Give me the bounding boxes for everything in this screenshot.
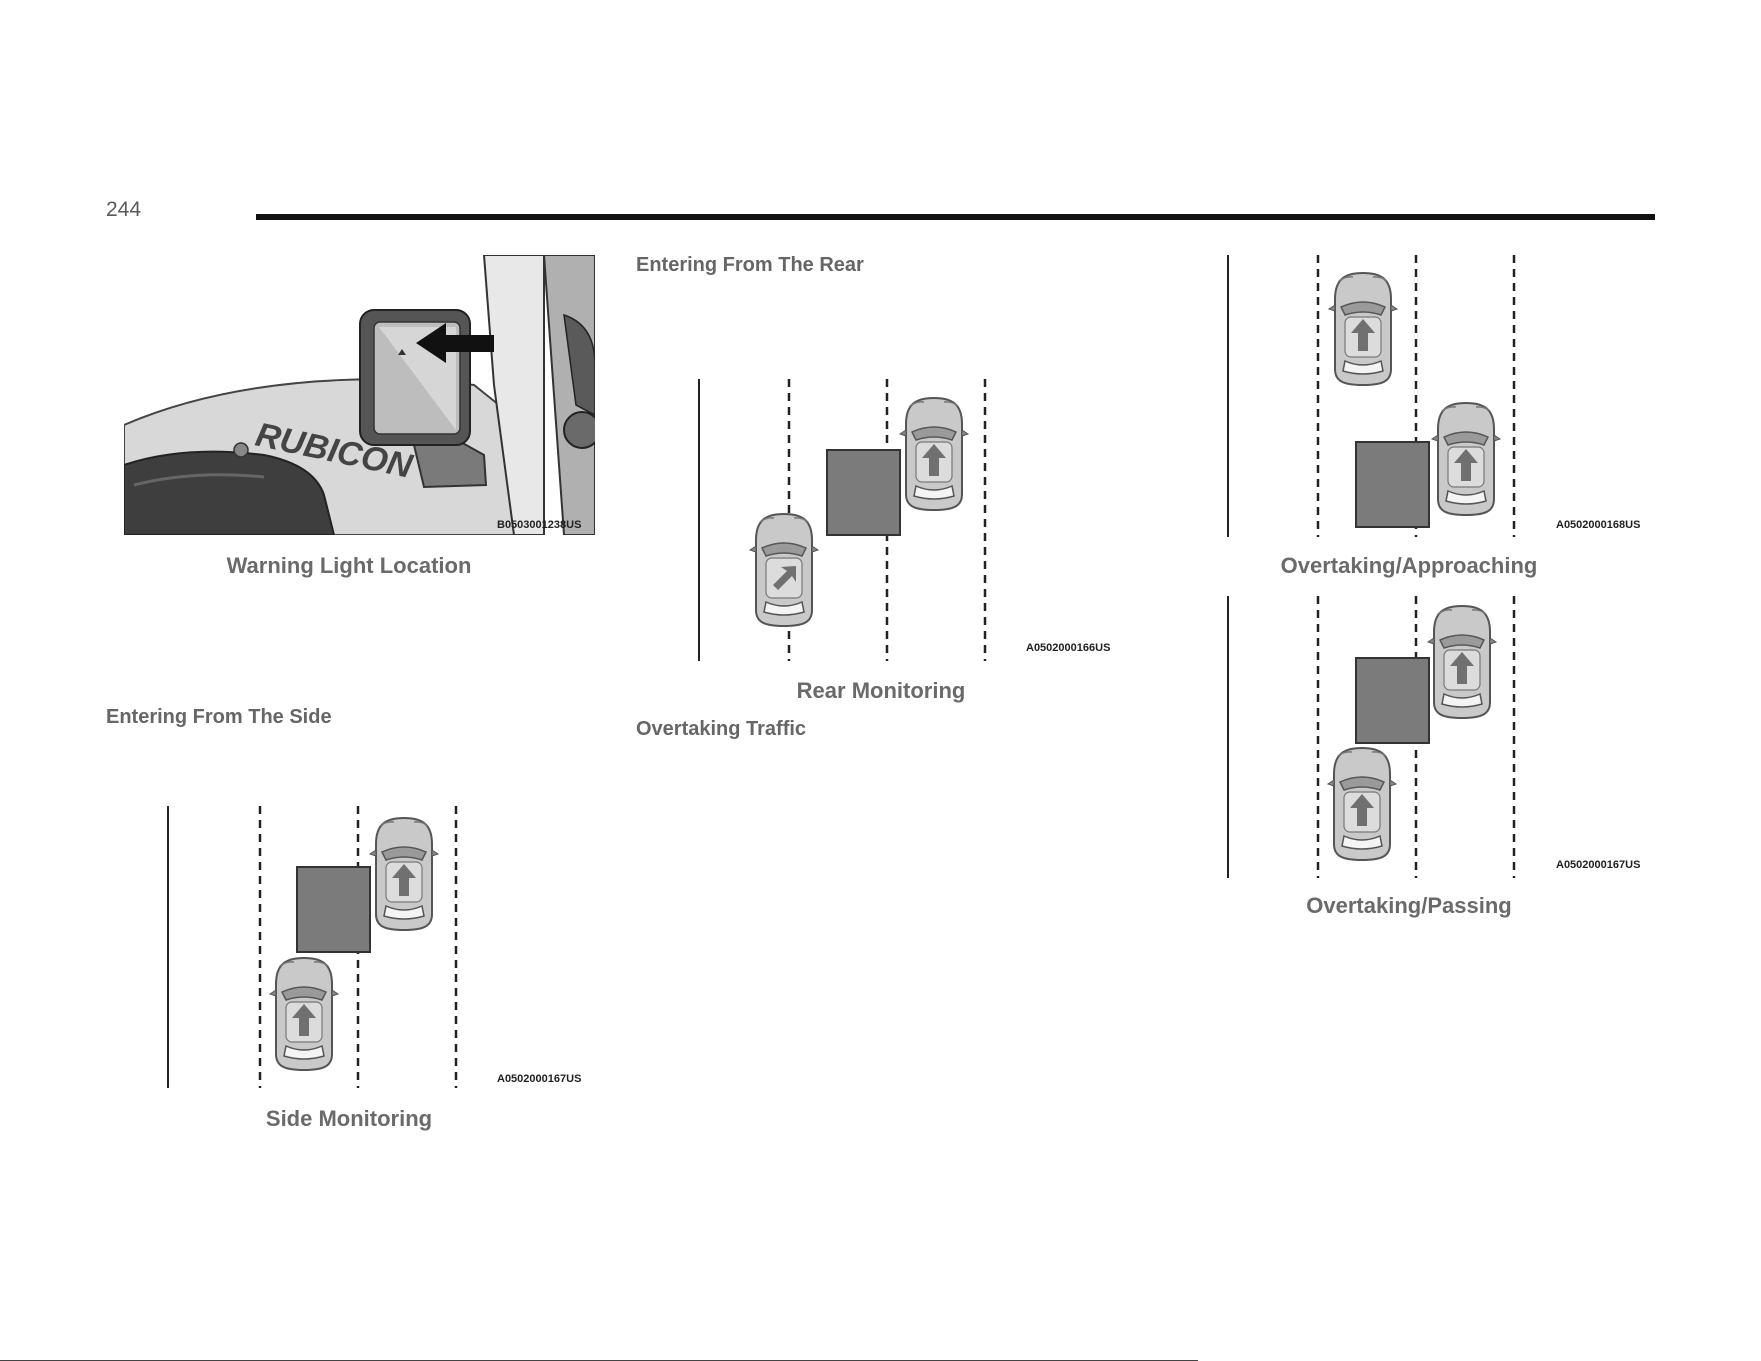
figure-code: A0502000167US: [1556, 859, 1640, 871]
section-heading: Overtaking Traffic: [636, 718, 806, 741]
figure-overtaking-approaching: [1226, 255, 1656, 537]
figure-warning-light: RUBICON: [124, 255, 595, 535]
figure-code: A0502000166US: [1026, 642, 1110, 654]
rear-monitoring-diagram: [697, 379, 1117, 661]
figure-side-monitoring: [166, 806, 596, 1088]
figure-rear-monitoring: [697, 379, 1117, 661]
side-monitoring-diagram: [166, 806, 596, 1088]
overtaking-approaching-diagram: [1226, 255, 1656, 537]
figure-code: A0502000167US: [497, 1073, 581, 1085]
figure-caption: Warning Light Location: [124, 553, 574, 579]
mirror-illustration: RUBICON: [124, 255, 595, 535]
figure-caption: Side Monitoring: [124, 1106, 574, 1132]
figure-caption: Overtaking/Passing: [1184, 893, 1634, 919]
figure-code: B0503001238US: [497, 519, 581, 531]
figure-caption: Rear Monitoring: [656, 678, 1106, 704]
page-number: 244: [106, 198, 141, 222]
section-heading: Entering From The Rear: [636, 254, 864, 277]
header-rule: [256, 214, 1655, 220]
figure-overtaking-passing: [1226, 596, 1656, 878]
figure-caption: Overtaking/Approaching: [1184, 553, 1634, 579]
figure-code: A0502000168US: [1556, 519, 1640, 531]
section-heading: Entering From The Side: [106, 706, 332, 729]
overtaking-passing-diagram: [1226, 596, 1656, 878]
